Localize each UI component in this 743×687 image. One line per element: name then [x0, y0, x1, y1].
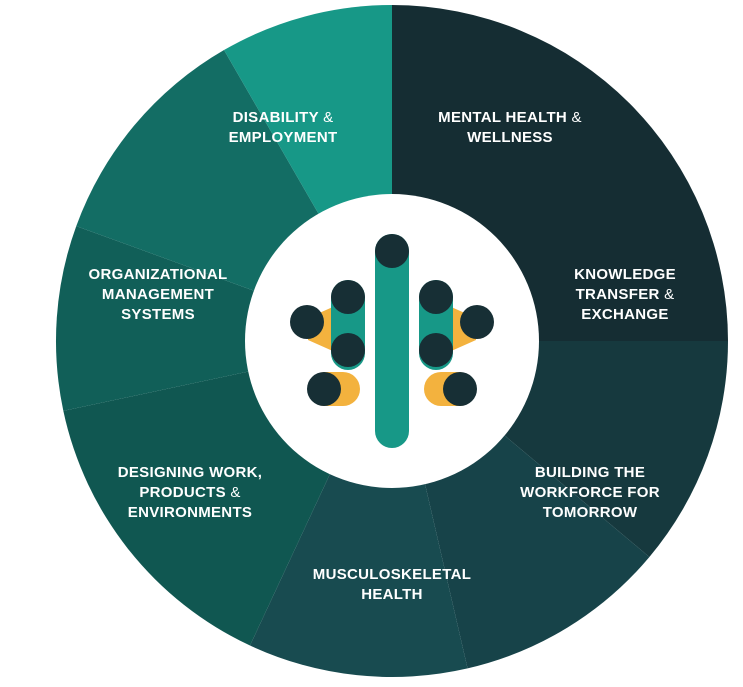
label-line: PRODUCTS &: [139, 484, 241, 501]
ampersand: &: [323, 109, 334, 126]
logo-center-stem: [375, 234, 409, 448]
logo-dot-right-top: [419, 280, 453, 314]
label-line: KNOWLEDGE: [574, 266, 676, 283]
label-line: MENTAL HEALTH &: [438, 109, 582, 126]
segment-label-building-workforce: BUILDING THE WORKFORCE FOR TOMORROW: [510, 463, 670, 523]
label-line: ENVIRONMENTS: [127, 504, 253, 521]
segment-label-knowledge-transfer-exchange: KNOWLEDGE TRANSFER & EXCHANGE: [555, 265, 695, 325]
label-line: ORGANIZATIONAL: [88, 266, 228, 283]
center-logo: [290, 234, 494, 448]
label-line: TRANSFER &: [575, 286, 675, 303]
wedge-designing-work: [55, 226, 393, 411]
segment-label-disability-employment: DISABILITY & EMPLOYMENT: [208, 108, 358, 148]
label-line: EMPLOYMENT: [228, 129, 338, 146]
label-line: WELLNESS: [467, 129, 553, 146]
label-line: EXCHANGE: [581, 306, 669, 323]
ampersand: &: [230, 484, 241, 501]
ampersand: &: [571, 109, 582, 126]
logo-dot-left-mid: [331, 333, 365, 367]
logo-dot-right-mid: [419, 333, 453, 367]
label-line: HEALTH: [361, 586, 423, 603]
segment-label-mental-health-wellness: MENTAL HEALTH & WELLNESS: [420, 108, 600, 148]
label-line: DESIGNING WORK,: [117, 464, 263, 481]
label-line: TOMORROW: [542, 504, 638, 521]
ampersand: &: [664, 286, 675, 303]
logo-dot-far-right: [460, 305, 494, 339]
label-line: WORKFORCE FOR: [520, 484, 660, 501]
label-line: SYSTEMS: [121, 306, 195, 323]
segment-label-musculoskeletal-health: MUSCULOSKELETAL HEALTH: [297, 565, 487, 605]
label-line: MUSCULOSKELETAL: [312, 566, 472, 583]
logo-dot-right-low: [443, 372, 477, 406]
logo-dot-left-low: [307, 372, 341, 406]
segment-label-organizational-management: ORGANIZATIONAL MANAGEMENT SYSTEMS: [68, 265, 248, 325]
logo-dot-left-top: [331, 280, 365, 314]
wedge-building-workforce: [250, 341, 468, 678]
segment-label-designing-work: DESIGNING WORK, PRODUCTS & ENVIRONMENTS: [100, 463, 280, 523]
label-line: BUILDING THE: [534, 464, 646, 481]
label-line: MANAGEMENT: [101, 286, 215, 303]
logo-dot-far-left: [290, 305, 324, 339]
logo-dot-top: [375, 234, 409, 268]
label-line: DISABILITY &: [232, 109, 334, 126]
